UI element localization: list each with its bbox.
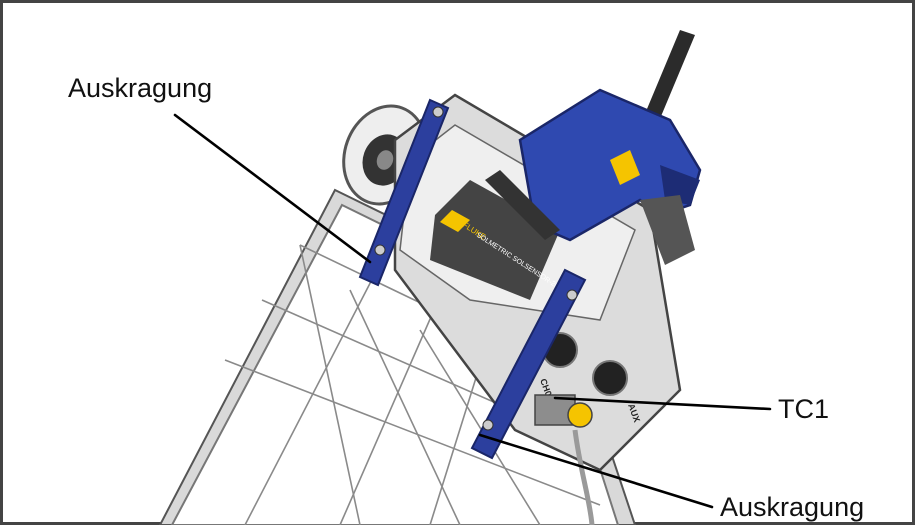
callout-line-tc1: [553, 396, 772, 411]
quick-clamp: [485, 88, 702, 265]
port-aux: [592, 360, 628, 396]
tc1-connector: [567, 402, 593, 428]
clamp-fluke-badge: [610, 150, 640, 185]
label-overhang-bottom: Auskragung: [720, 492, 864, 522]
solar-panel: [158, 188, 637, 525]
tc1-cable: [572, 429, 595, 525]
callout-line-bottom: [478, 433, 714, 509]
label-overhang-top: Auskragung: [68, 73, 212, 103]
label-tc1: TC1: [778, 394, 829, 424]
bracket-right: [470, 268, 587, 460]
bracket-left: [358, 98, 450, 287]
fluke-logo: [440, 210, 470, 232]
callout-line-top: [173, 113, 372, 264]
